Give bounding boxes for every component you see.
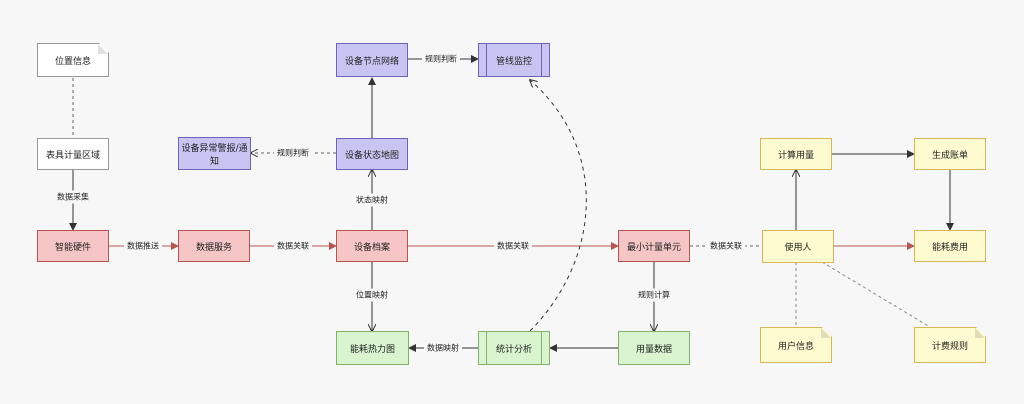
edge-label-status-map: 状态映射	[353, 193, 391, 207]
edge-label-data-collect: 数据采集	[54, 190, 92, 204]
node-device-node-network: 设备节点网络	[336, 43, 408, 77]
edge-label-data-push: 数据推送	[124, 239, 162, 253]
node-gen-bill: 生成账单	[914, 138, 986, 170]
node-meter-area: 表具计量区域	[37, 138, 109, 170]
node-user: 使用人	[762, 230, 834, 263]
edge-label-rule-judge-1: 规则判断	[274, 146, 312, 160]
node-smart-hardware: 智能硬件	[37, 230, 109, 262]
node-stat-analysis: 统计分析	[478, 331, 550, 365]
node-device-alarm: 设备异常警报/通知	[178, 137, 251, 170]
node-calc-usage: 计算用量	[760, 138, 832, 170]
edge-label-data-link-1: 数据关联	[274, 239, 312, 253]
edge-label-data-link-2: 数据关联	[494, 239, 532, 253]
edge-label-rule-judge-2: 规则判断	[422, 52, 460, 66]
node-device-archive: 设备档案	[336, 230, 408, 262]
edge-label-location-map: 位置映射	[353, 288, 391, 302]
node-energy-heatmap: 能耗热力图	[336, 331, 409, 365]
node-data-service: 数据服务	[178, 230, 250, 262]
edge-label-data-link-3: 数据关联	[707, 239, 745, 253]
edge-user-rules	[821, 261, 931, 328]
edge-label-rule-calc: 规则计算	[635, 288, 673, 302]
node-device-status-map: 设备状态地图	[336, 138, 408, 170]
edge-stat-pipeline	[530, 80, 587, 332]
node-energy-fee: 能耗费用	[914, 230, 986, 262]
node-min-meter-unit: 最小计量单元	[618, 230, 690, 262]
node-billing-rules: 计费规则	[914, 327, 986, 363]
node-location-info: 位置信息	[37, 43, 109, 77]
node-user-info: 用户信息	[760, 327, 832, 363]
node-pipeline-monitor: 管线监控	[478, 43, 550, 77]
edge-label-data-map: 数据映射	[424, 341, 462, 355]
node-usage-data: 用量数据	[618, 331, 690, 365]
